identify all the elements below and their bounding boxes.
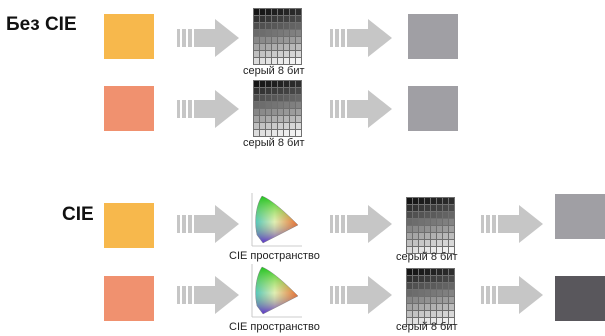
gray-8bit-caption: серый 8 бит — [243, 65, 305, 77]
section-title-with-cie: CIE — [62, 204, 94, 225]
cie-chromaticity-icon — [246, 262, 304, 320]
input-color-salmon — [104, 86, 154, 131]
flow-arrow — [481, 205, 543, 243]
input-color-orange — [104, 203, 154, 248]
flow-arrow — [177, 90, 239, 128]
gray-8bit-grid-icon — [253, 80, 302, 137]
flow-arrow — [330, 90, 392, 128]
cie-space-caption: CIE пространство — [229, 321, 320, 333]
gray-8bit-caption: серый 8 бит — [396, 251, 458, 263]
flow-arrow — [481, 276, 543, 314]
flow-arrow — [330, 19, 392, 57]
flow-arrow — [177, 19, 239, 57]
input-color-salmon — [104, 276, 154, 321]
cie-space-caption: CIE пространство — [229, 250, 320, 262]
gray-8bit-grid-icon — [253, 8, 302, 65]
gray-8bit-caption: серый 8 бит — [243, 137, 305, 149]
gray-8bit-caption: серый 8 бит — [396, 321, 458, 333]
output-gray-swatch — [555, 276, 605, 321]
flow-arrow — [330, 276, 392, 314]
flow-arrow — [177, 276, 239, 314]
output-gray-swatch — [408, 14, 458, 59]
output-gray-swatch — [555, 194, 605, 239]
flow-arrow — [330, 205, 392, 243]
gray-8bit-grid-icon — [406, 268, 455, 325]
gray-8bit-grid-icon — [406, 197, 455, 254]
flow-arrow — [177, 205, 239, 243]
input-color-orange — [104, 14, 154, 59]
cie-chromaticity-icon — [246, 191, 304, 249]
section-title-without-cie: Без CIE — [6, 14, 77, 35]
output-gray-swatch — [408, 86, 458, 131]
